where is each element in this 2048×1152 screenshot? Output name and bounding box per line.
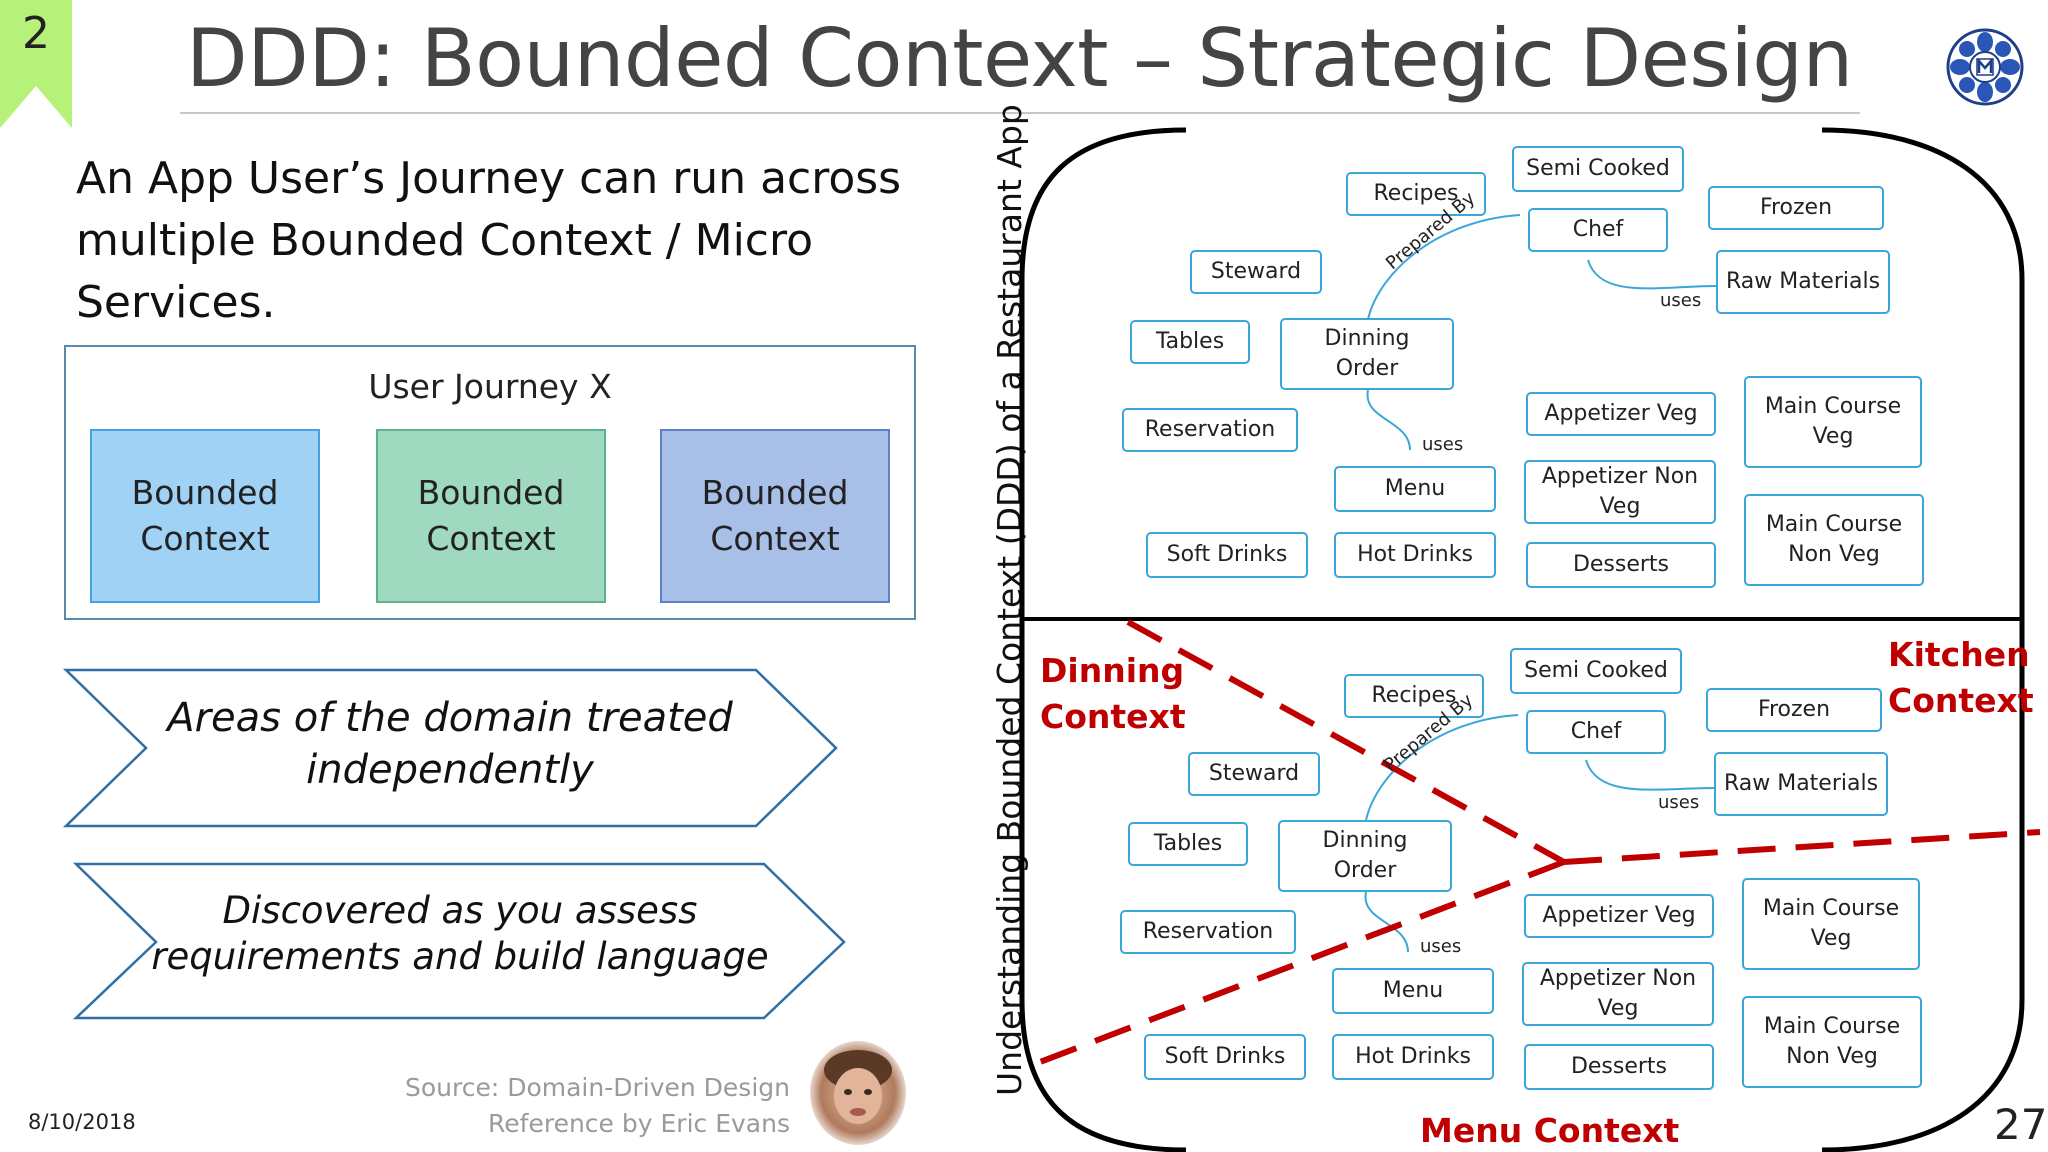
node-chef: Chef [1528,208,1668,252]
connector-chef-raw-top [1587,259,1717,290]
node-steward: Steward [1190,250,1322,294]
node-chef: Chef [1526,710,1666,754]
chevron-text-1: Areas of the domain treated independentl… [167,695,733,793]
logo-icon [1946,28,2024,106]
node-appetizer-veg: Appetizer Veg [1524,894,1714,938]
menu-context-label: Menu Context [1420,1111,1680,1150]
edge-label-uses-chef: uses [1660,290,1702,311]
slide-title: DDD: Bounded Context – Strategic Design [186,12,1853,105]
node-dinning-order: Dinning Order [1280,318,1454,390]
author-photo [810,1041,906,1145]
dinning-context-label: Dinning Context [1040,651,1186,736]
edge-label-uses-chef: uses [1658,792,1700,813]
bounded-context-box-3: Bounded Context [660,429,890,603]
node-main-course-veg: Main Course Veg [1744,376,1922,468]
connector-chef-order-top [1367,214,1521,320]
node-desserts: Desserts [1524,1044,1714,1090]
node-appetizer-non-veg: Appetizer Non Veg [1522,962,1714,1026]
chevron-text-2: Discovered as you assess requirements an… [151,889,769,978]
edge-label-uses-menu: uses [1422,434,1464,455]
node-semi-cooked: Semi Cooked [1512,146,1684,192]
node-desserts: Desserts [1526,542,1716,588]
bounded-context-box-1: Bounded Context [90,429,320,603]
slide-date: 8/10/2018 [28,1110,136,1134]
node-appetizer-non-veg: Appetizer Non Veg [1524,460,1716,524]
chevron-shape-2 [72,862,846,1020]
menu-boundary-line [1038,859,1566,1065]
node-recipes: Recipes [1344,674,1484,718]
connector-chef-order-bottom [1365,714,1519,821]
node-dinning-order: Dinning Order [1278,820,1452,892]
node-main-course-non-veg: Main Course Non Veg [1744,494,1924,586]
node-raw-materials: Raw Materials [1716,250,1890,314]
node-main-course-veg: Main Course Veg [1742,878,1920,970]
user-journey-box: User Journey X Bounded Context Bounded C… [64,345,916,620]
node-tables: Tables [1130,320,1250,364]
node-hot-drinks: Hot Drinks [1334,532,1496,578]
node-steward: Steward [1188,752,1320,796]
node-frozen: Frozen [1708,186,1884,230]
source-line-2: Reference by Eric Evans [488,1109,790,1138]
node-raw-materials: Raw Materials [1714,752,1888,816]
node-main-course-non-veg: Main Course Non Veg [1742,996,1922,1088]
kitchen-context-label: Kitchen Context [1888,635,2034,720]
user-journey-title: User Journey X [368,367,612,406]
node-menu: Menu [1332,968,1494,1014]
kitchen-boundary-line [1563,829,2041,865]
chevron-shapes [62,668,846,1020]
diagram-frame-left [1019,127,1187,1152]
source-citation: Source: Domain-Driven Design Reference b… [380,1070,790,1142]
node-frozen: Frozen [1706,688,1882,732]
diagram-lines [1019,127,2041,1152]
node-menu: Menu [1334,466,1496,512]
node-tables: Tables [1128,822,1248,866]
source-line-1: Source: Domain-Driven Design [404,1073,790,1102]
node-reservation: Reservation [1120,910,1296,954]
connector-order-menu-top [1366,389,1411,451]
connector-chef-raw-bottom [1585,759,1715,791]
intro-text: An App User’s Journey can run across mul… [76,153,902,328]
node-reservation: Reservation [1122,408,1298,452]
slide-number-badge [0,0,72,128]
page-number: 27 [1994,1100,2048,1149]
connector-order-menu-bottom [1364,891,1409,953]
node-appetizer-veg: Appetizer Veg [1526,392,1716,436]
edge-label-uses-menu: uses [1420,936,1462,957]
node-recipes: Recipes [1346,172,1486,216]
node-soft-drinks: Soft Drinks [1144,1034,1306,1080]
chevron-shape-1 [62,668,838,828]
node-hot-drinks: Hot Drinks [1332,1034,1494,1080]
title-divider [180,112,1860,114]
node-soft-drinks: Soft Drinks [1146,532,1308,578]
bounded-context-box-2: Bounded Context [376,429,606,603]
dinning-boundary-line [1126,619,1566,865]
node-semi-cooked: Semi Cooked [1510,648,1682,694]
diagram-frame-right [1821,127,2025,1152]
slide-number: 2 [22,8,50,59]
